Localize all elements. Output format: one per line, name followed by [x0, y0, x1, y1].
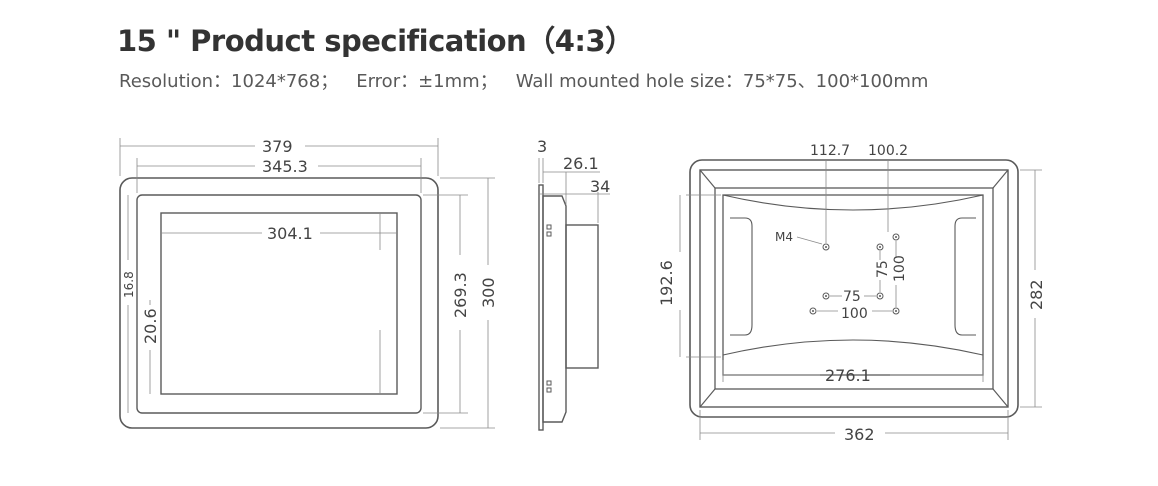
back-panel	[722, 194, 984, 376]
back-curve-top	[722, 194, 984, 211]
side-port-top-2	[546, 231, 552, 237]
back-screw-label: M4	[775, 230, 793, 244]
page-title: 15 " Product specification（4:3）	[117, 24, 634, 58]
back-hole-100-vertical: 100	[892, 255, 908, 282]
front-screen	[160, 212, 398, 395]
front-bezel	[136, 194, 422, 414]
vesa-hole	[892, 233, 900, 241]
vesa-hole	[822, 292, 830, 300]
front-bezel-height: 269.3	[451, 272, 470, 318]
back-hole-offset-y: 100.2	[868, 143, 908, 159]
back-curve-bottom	[722, 339, 984, 356]
front-screen-width: 304.1	[267, 224, 313, 243]
back-hole-75-horizontal: 75	[843, 289, 861, 305]
vesa-hole	[822, 243, 830, 251]
side-port-top	[546, 224, 552, 230]
side-port-bottom	[546, 380, 552, 386]
front-outer-frame	[119, 177, 439, 429]
back-inner-height: 192.6	[657, 260, 676, 306]
back-overall-width: 362	[844, 425, 875, 444]
front-overall-width: 379	[262, 137, 293, 156]
back-handle-left	[730, 217, 753, 336]
front-overall-height: 300	[479, 277, 498, 308]
spec-subtitle: Resolution：1024*768； Error：±1mm； Wall moun…	[119, 67, 928, 93]
vesa-hole	[876, 292, 884, 300]
side-body-thickness: 26.1	[563, 154, 599, 173]
back-inner-width: 276.1	[825, 366, 871, 385]
resolution-text: Resolution：1024*768；	[119, 71, 339, 92]
back-recess	[714, 187, 994, 390]
back-inner-frame	[699, 169, 1009, 408]
side-front-thickness: 3	[537, 137, 547, 156]
back-hole-100-horizontal: 100	[841, 306, 868, 322]
back-hole-75-vertical: 75	[875, 260, 891, 278]
back-outer-frame	[689, 159, 1019, 418]
side-mount	[565, 224, 599, 369]
vesa-hole	[892, 307, 900, 315]
front-bezel-width: 345.3	[262, 157, 308, 176]
side-body	[542, 195, 567, 423]
back-hole-offset-x: 112.7	[810, 143, 850, 159]
wall-hole-text: Wall mounted hole size：75*75、100*100mm	[515, 71, 929, 92]
front-side-margin: 16.8	[122, 271, 136, 298]
back-overall-height: 282	[1027, 279, 1046, 310]
front-view	[119, 138, 495, 429]
back-handle-right	[954, 217, 976, 336]
side-total-thickness: 34	[590, 177, 610, 196]
error-text: Error：±1mm；	[356, 71, 498, 92]
side-port-bottom-2	[546, 387, 552, 393]
back-view	[679, 159, 1042, 440]
vesa-hole	[809, 307, 817, 315]
vesa-hole	[876, 243, 884, 251]
front-bottom-margin: 20.6	[141, 308, 160, 344]
side-view	[538, 158, 610, 431]
